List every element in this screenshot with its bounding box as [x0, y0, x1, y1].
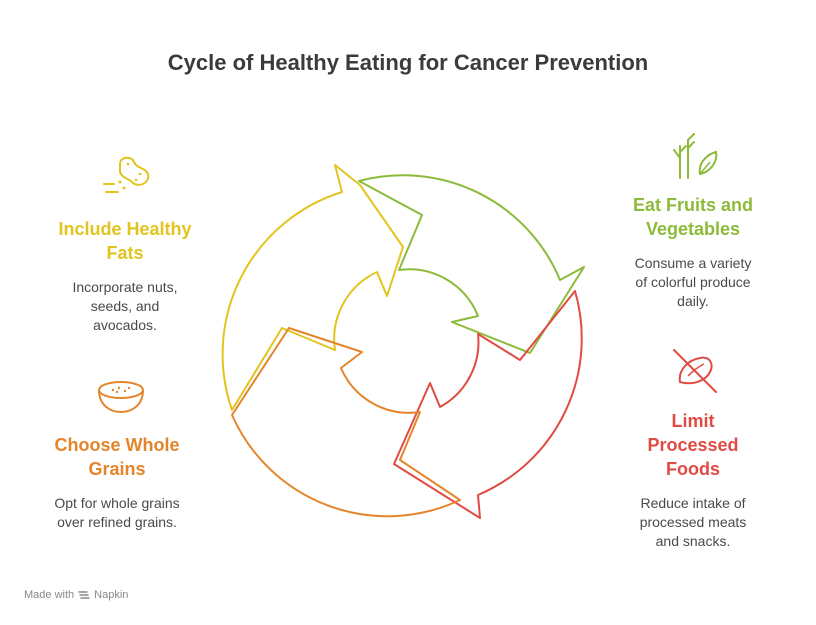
step-fruits: Eat Fruits and Vegetables Consume a vari…: [608, 193, 778, 311]
vegetables-icon: [670, 130, 722, 182]
napkin-logo-icon: [78, 590, 90, 600]
step-processed-description: Reduce intake of processed meats and sna…: [639, 495, 747, 549]
step-fats: Include Healthy Fats Incorporate nuts, s…: [40, 217, 210, 335]
page-title: Cycle of Healthy Eating for Cancer Preve…: [167, 50, 649, 75]
step-grains-description: Opt for whole grains over refined grains…: [54, 495, 180, 530]
footer-credit[interactable]: Made with Napkin: [24, 589, 128, 601]
no-processed-food-icon: [670, 346, 720, 396]
step-fats-title: Include Healthy Fats: [58, 219, 192, 263]
made-with-label: Made with: [24, 589, 75, 601]
cycle-arrow-grains: [231, 327, 461, 518]
step-processed-title: Limit Processed Foods: [647, 411, 739, 479]
cycle-arrow-processed: [393, 290, 583, 519]
step-fruits-description: Consume a variety of colorful produce da…: [634, 255, 752, 309]
grain-bowl-icon: [95, 376, 147, 416]
step-grains: Choose Whole Grains Opt for whole grains…: [32, 433, 202, 532]
step-grains-title: Choose Whole Grains: [54, 435, 180, 479]
napkin-brand-label: Napkin: [94, 589, 129, 601]
cycle-arrow-fats: [221, 164, 404, 411]
step-fats-description: Incorporate nuts, seeds, and avocados.: [72, 279, 178, 333]
peanut-icon: [100, 154, 154, 202]
step-fruits-title: Eat Fruits and Vegetables: [632, 195, 753, 239]
cycle-arrow-fruits: [358, 174, 585, 354]
step-processed: Limit Processed Foods Reduce intake of p…: [608, 409, 778, 551]
